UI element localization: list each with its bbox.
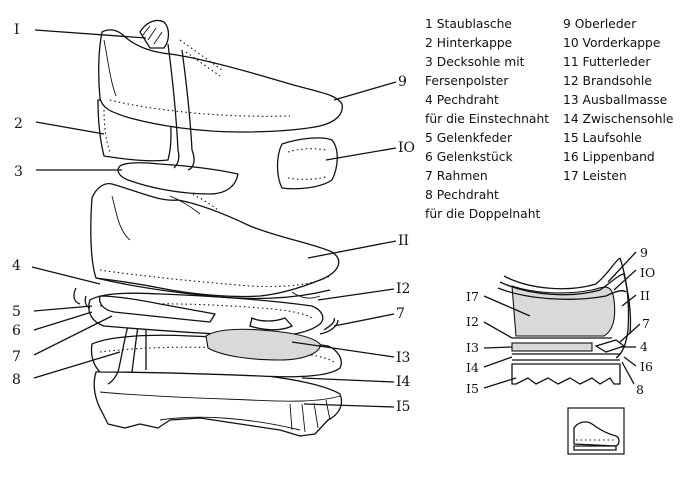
callout-3: 3	[14, 164, 23, 180]
outsole-part	[93, 369, 343, 437]
detail-callout-15: I5	[466, 381, 479, 396]
legend-entry: 15 Laufsohle	[563, 131, 642, 145]
legend-entry: für die Einstechnaht	[425, 112, 550, 126]
upper-with-lining	[90, 182, 340, 300]
shoe-thumbnail-inset	[567, 407, 625, 455]
detail-callout-12: I2	[466, 314, 479, 329]
legend-entry: 13 Ausballmasse	[563, 93, 668, 107]
detail-callout-7: 7	[642, 316, 650, 331]
callout-2: 2	[14, 116, 23, 132]
legend-entry: 10 Vorderkappe	[563, 36, 661, 50]
callout-13: I3	[396, 350, 410, 366]
legend-entry: 2 Hinterkappe	[425, 36, 513, 50]
callout-14: I4	[396, 374, 411, 390]
legend-right-column: 9 Oberleder 10 Vorderkappe 11 Futterlede…	[563, 15, 673, 186]
detail-callout-4: 4	[640, 339, 648, 354]
cross-section-detail: 9 IO II I7 I2 7 I3 4 I4 I6 I5 8	[466, 245, 655, 397]
callout-4: 4	[12, 258, 21, 274]
legend-entry: 9 Oberleder	[563, 17, 637, 31]
detail-callout-11: II	[640, 288, 650, 303]
detail-callout-14: I4	[466, 360, 479, 375]
legend-entry: 6 Gelenkstück	[425, 150, 513, 164]
detail-callout-16: I6	[640, 359, 653, 374]
legend-entry: 8 Pechdraht	[425, 188, 499, 202]
detail-callout-9: 9	[640, 245, 648, 260]
legend-entry: Fersenpolster	[425, 74, 509, 88]
detail-callout-13: I3	[466, 340, 479, 355]
legend-entry: 7 Rahmen	[425, 169, 488, 183]
legend-entry: 16 Lippenband	[563, 150, 655, 164]
top-upper-part	[98, 19, 343, 171]
legend-entry: für die Doppelnaht	[425, 207, 541, 221]
callout-12: I2	[396, 281, 410, 297]
filler-mass	[205, 328, 321, 361]
legend-entry: 11 Futterleder	[563, 55, 651, 69]
sock-lining-part	[117, 162, 239, 195]
legend-entry: 3 Decksohle mit	[425, 55, 525, 69]
legend-entry: 12 Brandsohle	[563, 74, 652, 88]
callout-7: 7	[12, 349, 21, 365]
callout-7b: 7	[396, 306, 405, 322]
welt-and-shank	[73, 287, 339, 335]
legend-entry: 17 Leisten	[563, 169, 627, 183]
toe-cap-part	[276, 137, 338, 190]
legend-left-column: 1 Staublasche 2 Hinterkappe 3 Decksohle …	[425, 15, 549, 224]
callout-9: 9	[398, 74, 407, 90]
detail-callout-10: IO	[640, 265, 655, 280]
legend-entry: 5 Gelenkfeder	[425, 131, 513, 145]
callout-11: II	[398, 233, 409, 249]
callout-10: IO	[398, 140, 415, 156]
callout-15: I5	[396, 399, 410, 415]
legend-entry: 4 Pechdraht	[425, 93, 499, 107]
legend-entry: 1 Staublasche	[425, 17, 512, 31]
legend-entry: 14 Zwischensohle	[563, 112, 674, 126]
leader-lines-main	[31, 29, 397, 408]
callout-5: 5	[12, 304, 21, 320]
callouts-main: I 2 3 4 5 6 7 8 9 IO II I2 7 I3 I4 I5	[12, 22, 415, 415]
detail-callout-17: I7	[466, 289, 479, 304]
detail-callout-8: 8	[636, 382, 644, 397]
callout-8: 8	[12, 372, 21, 388]
callout-6: 6	[12, 323, 21, 339]
callout-1: I	[14, 22, 20, 38]
